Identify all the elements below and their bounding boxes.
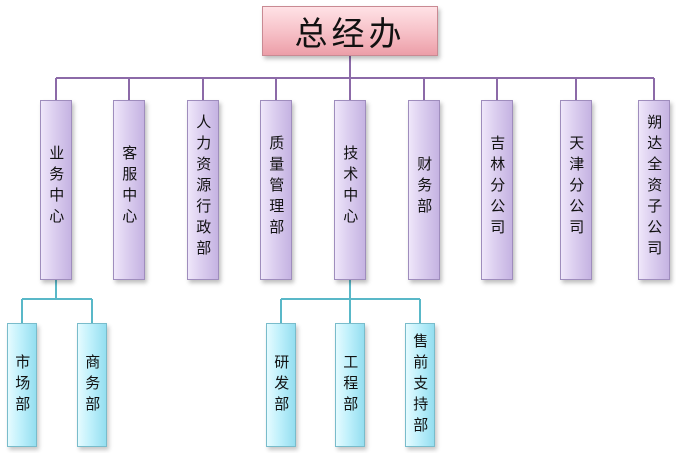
sub-node-marketing: 市场部 xyxy=(7,323,37,447)
sub-node-commerce: 商务部 xyxy=(77,323,107,447)
sub-label: 售前支持部 xyxy=(411,332,430,438)
general-office-node: 总经办 xyxy=(262,6,438,56)
sub-node-rnd: 研发部 xyxy=(266,323,296,447)
dept-label: 吉林分公司 xyxy=(488,134,507,240)
sub-label: 市场部 xyxy=(13,353,32,417)
dept-node-customer-service: 客服中心 xyxy=(113,100,145,280)
sub-node-engineering: 工程部 xyxy=(335,323,365,447)
dept-node-tech-center: 技术中心 xyxy=(334,100,366,280)
dept-label: 业务中心 xyxy=(47,145,66,229)
dept-node-tianjin-branch: 天津分公司 xyxy=(560,100,592,280)
dept-label: 质量管理部 xyxy=(267,134,286,240)
dept-node-finance: 财务部 xyxy=(408,100,440,280)
sub-node-presales-support: 售前支持部 xyxy=(405,323,435,447)
dept-node-quality: 质量管理部 xyxy=(260,100,292,280)
dept-label: 天津分公司 xyxy=(567,134,586,240)
dept-node-hr-admin: 人力资源行政部 xyxy=(187,100,219,280)
general-office-label: 总经办 xyxy=(294,14,406,53)
dept-node-jilin-branch: 吉林分公司 xyxy=(481,100,513,280)
dept-node-shuoda-subsidiary: 朔达全资子公司 xyxy=(638,100,670,280)
dept-label: 朔达全资子公司 xyxy=(645,113,664,261)
dept-label: 技术中心 xyxy=(341,145,360,229)
dept-label: 财务部 xyxy=(415,155,434,219)
sub-label: 商务部 xyxy=(83,353,102,417)
dept-label: 人力资源行政部 xyxy=(194,113,213,261)
dept-node-business-center: 业务中心 xyxy=(40,100,72,280)
sub-label: 工程部 xyxy=(341,353,360,417)
sub-label: 研发部 xyxy=(272,353,291,417)
dept-label: 客服中心 xyxy=(120,145,139,229)
